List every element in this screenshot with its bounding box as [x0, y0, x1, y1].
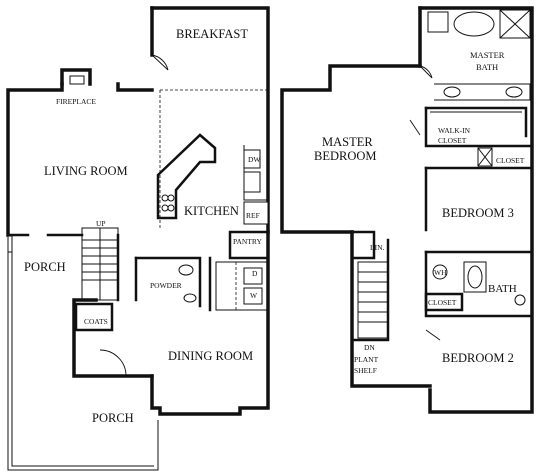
- label-closet-right: CLOSET: [496, 156, 525, 165]
- label-living-room: LIVING ROOM: [44, 164, 128, 178]
- label-pantry: PANTRY: [233, 237, 262, 246]
- label-master-bedroom-2: BEDROOM: [314, 149, 377, 163]
- label-washer: W: [250, 291, 258, 300]
- label-porch-left: PORCH: [24, 260, 66, 274]
- label-plant-2: SHELF: [354, 366, 377, 375]
- label-breakfast: BREAKFAST: [176, 27, 248, 41]
- label-fireplace: FIREPLACE: [56, 97, 96, 106]
- label-dn: DN: [364, 343, 375, 352]
- label-kitchen: KITCHEN: [184, 204, 239, 218]
- label-master-bath-1: MASTER: [470, 50, 505, 60]
- label-dw: DW: [248, 155, 261, 164]
- label-walkin-1: WALK-IN: [438, 126, 471, 135]
- first-floor-plan: [6, 6, 270, 471]
- label-bedroom-2: BEDROOM 2: [442, 351, 514, 365]
- label-closet-small: CLOSET: [428, 298, 457, 307]
- label-bedroom-3: BEDROOM 3: [442, 206, 514, 220]
- label-master-bedroom-1: MASTER: [322, 135, 373, 149]
- label-dryer: D: [252, 269, 258, 278]
- label-dining-room: DINING ROOM: [168, 349, 253, 363]
- label-plant-1: PLANT: [354, 355, 379, 364]
- label-master-bath-2: BATH: [476, 62, 498, 72]
- label-ref: REF: [246, 211, 260, 220]
- label-powder: POWDER: [150, 281, 182, 290]
- label-porch-front: PORCH: [92, 411, 134, 425]
- label-coats: COATS: [84, 317, 108, 326]
- label-walkin-2: CLOSET: [438, 136, 467, 145]
- label-water-heater: WH: [434, 268, 447, 277]
- second-floor-plan: [280, 6, 534, 414]
- label-up: UP: [96, 219, 106, 228]
- label-linen: LIN.: [370, 243, 384, 252]
- label-bath: BATH: [488, 283, 517, 295]
